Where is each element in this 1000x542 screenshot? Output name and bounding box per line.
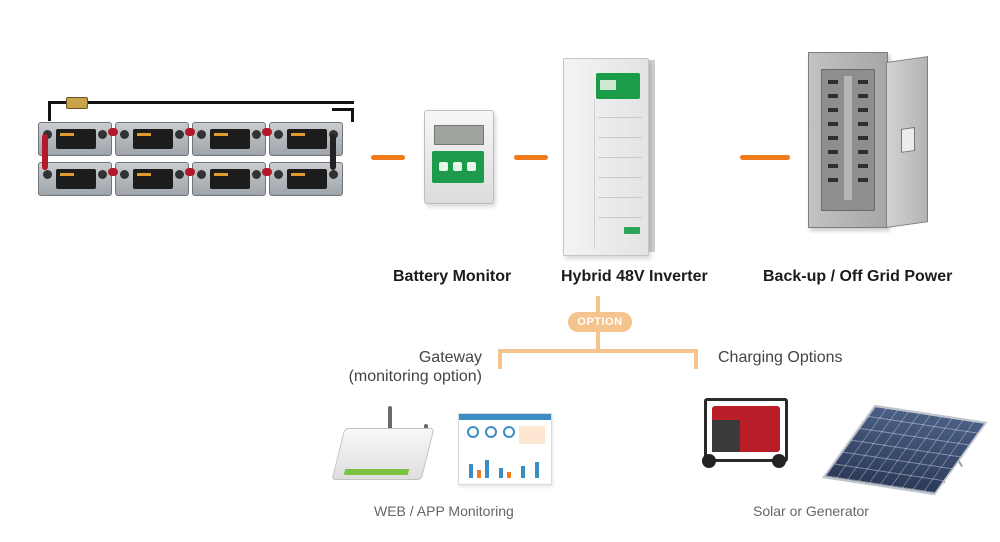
backup-power-label: Back-up / Off Grid Power <box>763 268 953 285</box>
dashboard-bar <box>521 466 525 478</box>
inverter-vent <box>598 217 642 218</box>
gateway-device <box>331 428 435 480</box>
battery-cable <box>48 101 354 104</box>
breaker <box>828 122 838 126</box>
inverter-device <box>563 58 649 256</box>
inverter-label: Hybrid 48V Inverter <box>561 268 708 285</box>
monitoring-dashboard <box>458 413 552 485</box>
charging-options-label: Charging Options <box>718 349 843 366</box>
gateway-antenna <box>388 406 392 432</box>
breaker <box>858 108 868 112</box>
inverter-logo <box>624 227 640 234</box>
battery <box>38 162 112 196</box>
battery <box>115 122 189 156</box>
inverter-side <box>647 60 655 252</box>
battery <box>192 162 266 196</box>
inverter-vent <box>598 177 642 178</box>
dashboard-gauge <box>467 426 479 438</box>
dashboard-gauge <box>485 426 497 438</box>
gateway-label-line2: (monitoring option) <box>348 368 482 385</box>
breaker <box>858 150 868 154</box>
breaker <box>858 136 868 140</box>
battery-jumper <box>262 168 272 176</box>
battery-monitor-device <box>424 110 494 204</box>
inverter-vent <box>598 157 642 158</box>
breaker <box>828 94 838 98</box>
battery-cable <box>48 101 51 121</box>
monitor-button <box>453 162 462 171</box>
option-tree-right-drop <box>694 349 698 369</box>
battery <box>269 162 343 196</box>
breaker <box>828 80 838 84</box>
breaker-panel-door <box>886 56 928 228</box>
breaker <box>828 108 838 112</box>
connector-monitor-inverter <box>514 155 548 160</box>
battery <box>192 122 266 156</box>
gateway-label: Gateway (monitoring option) <box>334 348 482 386</box>
solar-generator-caption: Solar or Generator <box>753 503 869 519</box>
monitor-button <box>439 162 448 171</box>
connector-inverter-panel <box>740 155 790 160</box>
monitor-keypad <box>432 151 484 183</box>
battery-jumper <box>42 134 48 170</box>
battery-monitor-label: Battery Monitor <box>393 268 512 285</box>
battery-bank <box>0 0 360 210</box>
battery-jumper <box>262 128 272 136</box>
breaker <box>858 178 868 182</box>
inverter-display <box>596 73 640 99</box>
dashboard-bar <box>477 470 481 478</box>
dashboard-header <box>459 414 551 420</box>
battery-jumper <box>108 168 118 176</box>
breaker <box>828 178 838 182</box>
fuse <box>66 97 88 109</box>
inverter-seam <box>594 99 595 249</box>
breaker <box>858 80 868 84</box>
battery-jumper <box>330 134 336 170</box>
gateway-label-line1: Gateway <box>418 349 482 366</box>
inverter-vent <box>598 197 642 198</box>
battery <box>38 122 112 156</box>
monitoring-caption: WEB / APP Monitoring <box>374 503 514 519</box>
dashboard-gauge <box>503 426 515 438</box>
battery-jumper <box>185 168 195 176</box>
option-badge: OPTION <box>568 312 632 332</box>
option-tree-left-drop <box>498 349 502 369</box>
generator-control-panel <box>712 420 740 452</box>
battery-cable <box>351 108 354 122</box>
inverter-vent <box>598 137 642 138</box>
gateway-terminal-strip <box>343 469 410 475</box>
battery <box>115 162 189 196</box>
dashboard-bar <box>499 468 503 478</box>
breaker <box>858 94 868 98</box>
breaker <box>858 122 868 126</box>
battery-jumper <box>185 128 195 136</box>
option-tree-bar <box>498 349 698 353</box>
breaker-panel <box>808 52 888 228</box>
generator-frame <box>704 398 788 462</box>
dashboard-bar <box>507 472 511 478</box>
connector-battery-monitor <box>371 155 405 160</box>
battery-cable <box>332 108 354 111</box>
dashboard-chart-area <box>519 426 545 444</box>
inverter-vent <box>598 117 642 118</box>
generator-wheel <box>702 454 716 468</box>
breaker <box>828 136 838 140</box>
breaker-bus <box>844 76 852 200</box>
dashboard-bar <box>469 464 473 478</box>
solar-panel <box>822 404 988 496</box>
dashboard-bar <box>535 462 539 478</box>
door-latch <box>901 126 915 153</box>
monitor-screen <box>434 125 484 145</box>
breaker-panel-interior <box>821 69 875 211</box>
breaker <box>828 150 838 154</box>
breaker <box>858 164 868 168</box>
generator-wheel <box>772 454 786 468</box>
dashboard-bar <box>485 460 489 478</box>
battery-jumper <box>108 128 118 136</box>
breaker <box>828 164 838 168</box>
monitor-button <box>467 162 476 171</box>
